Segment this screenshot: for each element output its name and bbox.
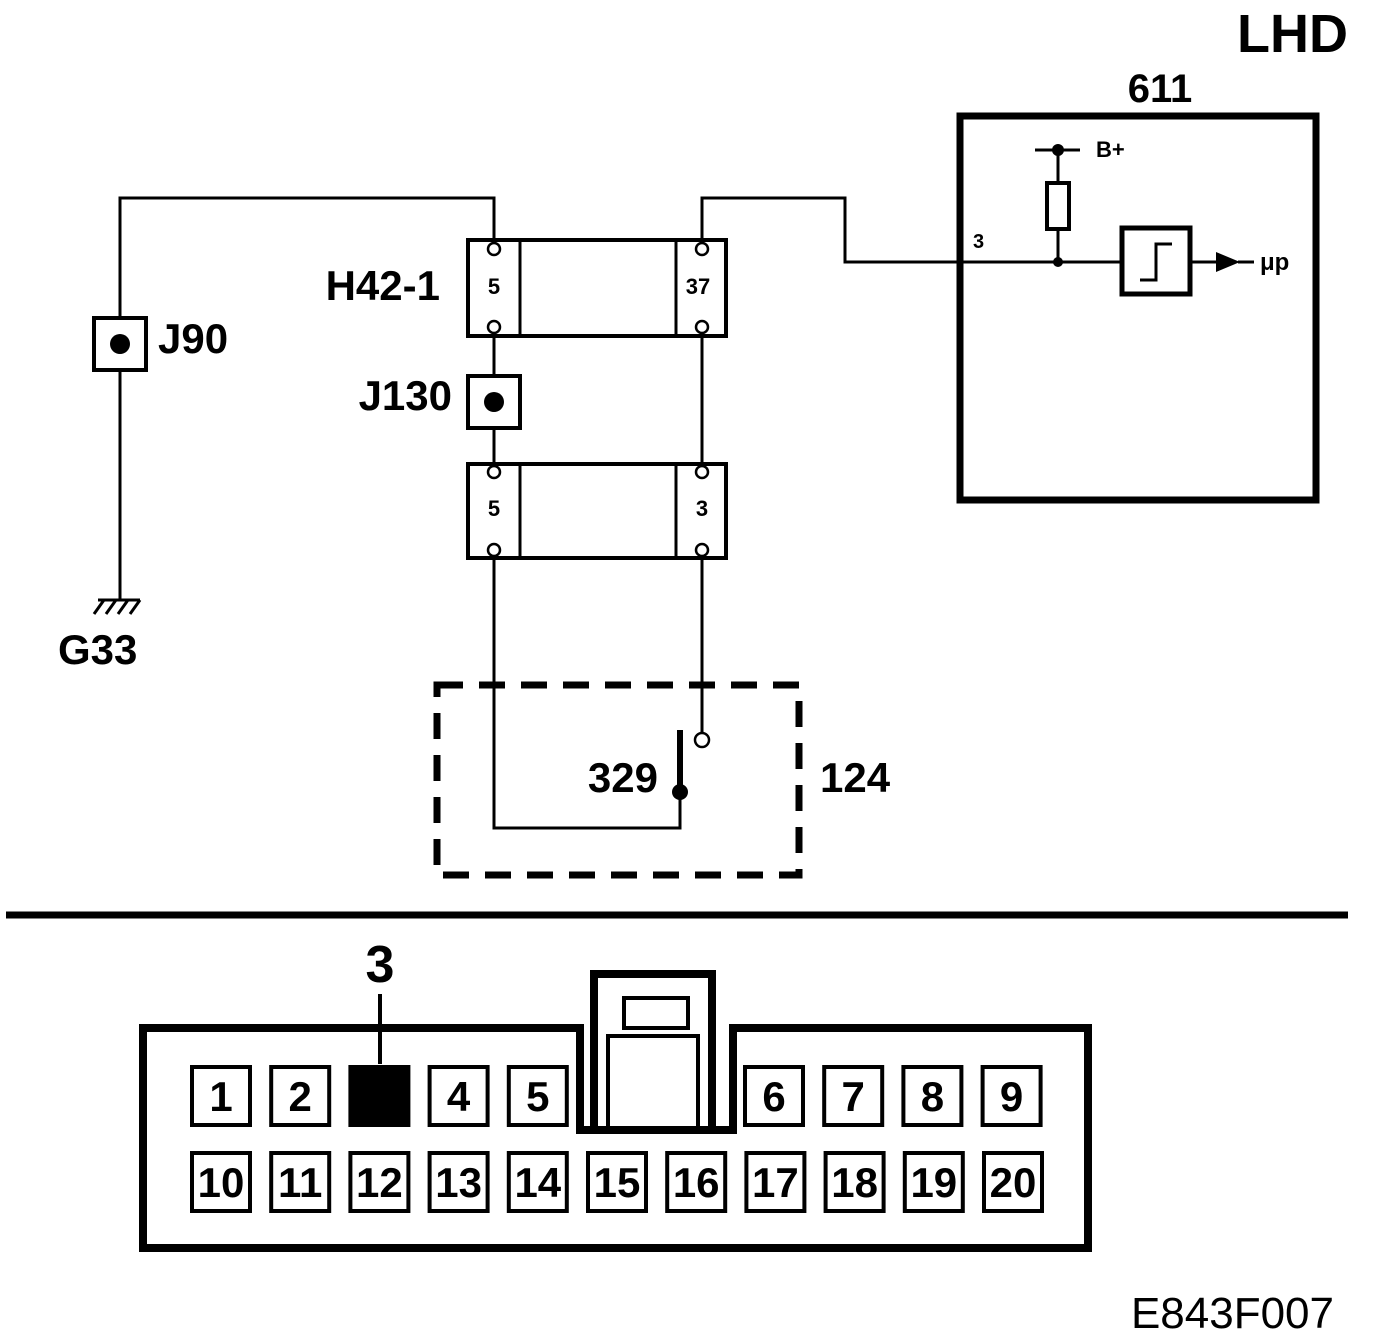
connector-pin <box>586 1151 648 1213</box>
h42-pin-terminal <box>486 241 502 257</box>
output-label: μp <box>1260 249 1289 276</box>
connector-pin <box>269 1065 332 1127</box>
variant-label: LHD <box>1237 4 1348 64</box>
connector-pin-number: 8 <box>921 1073 944 1120</box>
connector-pin-number: 5 <box>526 1073 549 1120</box>
connector-pin-number: 14 <box>514 1159 561 1206</box>
ground-label: G33 <box>58 626 137 673</box>
h42-pin-right: 37 <box>686 274 710 299</box>
ground-icon <box>92 598 142 615</box>
control-module-box <box>956 112 1320 504</box>
connector-pin <box>427 1151 490 1213</box>
connector-pin-number: 9 <box>1000 1073 1023 1120</box>
switch-label: 329 <box>588 754 658 801</box>
connector-latch-inner <box>606 1034 700 1130</box>
pins-bottom-row: 10 11 12 13 14 15 16 17 18 19 20 <box>190 1151 1044 1213</box>
connector-pin <box>665 1151 728 1213</box>
connector-pin <box>982 1151 1044 1213</box>
figure-id: E843F007 <box>1131 1289 1334 1338</box>
junction-j130-label: J130 <box>359 372 452 419</box>
connector-pin <box>190 1065 252 1127</box>
switch-pivot <box>672 784 688 800</box>
junction-j90-dot <box>110 334 130 354</box>
pullup-resistor <box>1045 181 1071 231</box>
connector-pin <box>743 1065 805 1127</box>
lower-pin-terminal <box>694 464 710 480</box>
connector-latch <box>590 970 716 1130</box>
connector-pin <box>269 1151 332 1213</box>
connector-pin <box>901 1065 964 1127</box>
connector-pin-number: 12 <box>356 1159 403 1206</box>
connector-pin-number: 18 <box>831 1159 878 1206</box>
highlight-pin-label: 3 <box>366 936 395 994</box>
lower-pin-left: 5 <box>488 496 500 521</box>
junction-j90-label: J90 <box>158 315 228 362</box>
connector-pin-number: 4 <box>447 1073 471 1120</box>
connector-pin-number: 10 <box>198 1159 245 1206</box>
connector-housing <box>139 1024 1092 1252</box>
connector-pin-number: 2 <box>289 1073 312 1120</box>
connector-h42 <box>466 238 728 338</box>
lower-pin-right: 3 <box>696 496 708 521</box>
lower-pin-terminal <box>694 542 710 558</box>
switch-contact <box>693 731 711 749</box>
connector-pin-number: 19 <box>910 1159 957 1206</box>
connector-pin-number: 6 <box>762 1073 785 1120</box>
connector-h42-label: H42-1 <box>326 262 440 309</box>
connector-pin <box>348 1151 411 1213</box>
module-pin-label: 3 <box>973 231 984 253</box>
supply-label: B+ <box>1096 137 1125 162</box>
connector-pin <box>190 1151 252 1213</box>
lower-pin-terminal <box>486 542 502 558</box>
connector-pin-number: 13 <box>435 1159 482 1206</box>
h42-pin-terminal <box>694 241 710 257</box>
connector-pin <box>506 1151 569 1213</box>
connector-pin-number: 17 <box>752 1159 799 1206</box>
h42-pin-left: 5 <box>488 274 500 299</box>
connector-pin-number: 11 <box>278 1159 322 1206</box>
connector-pin-number: 7 <box>842 1073 865 1120</box>
connector-pin <box>823 1151 886 1213</box>
switch-component-number: 124 <box>820 754 891 801</box>
connector-pin-number: 16 <box>673 1159 720 1206</box>
connector-pin-number: 20 <box>990 1159 1037 1206</box>
schmitt-trigger-icon <box>1140 242 1172 282</box>
connector-pin <box>980 1065 1043 1127</box>
wires <box>118 196 1058 830</box>
h42-pin-terminal <box>486 319 502 335</box>
junction-j130-dot <box>484 392 504 412</box>
connector-pin-highlighted <box>348 1065 411 1127</box>
connector-pin <box>902 1151 965 1213</box>
supply-node <box>1052 144 1064 156</box>
connector-pin <box>744 1151 807 1213</box>
control-module-number: 611 <box>1128 67 1193 111</box>
pins-top-row: 1 2 4 5 6 7 8 9 <box>190 1065 1043 1127</box>
connector-lower <box>466 462 728 560</box>
connector-latch-window <box>622 996 690 1030</box>
h42-pin-terminal <box>694 319 710 335</box>
connector-pin <box>427 1065 490 1127</box>
connector-pin-number: 15 <box>594 1159 641 1206</box>
output-arrow-icon <box>1216 252 1240 272</box>
connector-pin <box>822 1065 885 1127</box>
connector-pin <box>506 1065 569 1127</box>
switch-component-box <box>433 681 803 879</box>
supply-line <box>1035 148 1080 262</box>
lower-pin-terminal <box>486 464 502 480</box>
connector-pin-number: 1 <box>209 1073 232 1120</box>
